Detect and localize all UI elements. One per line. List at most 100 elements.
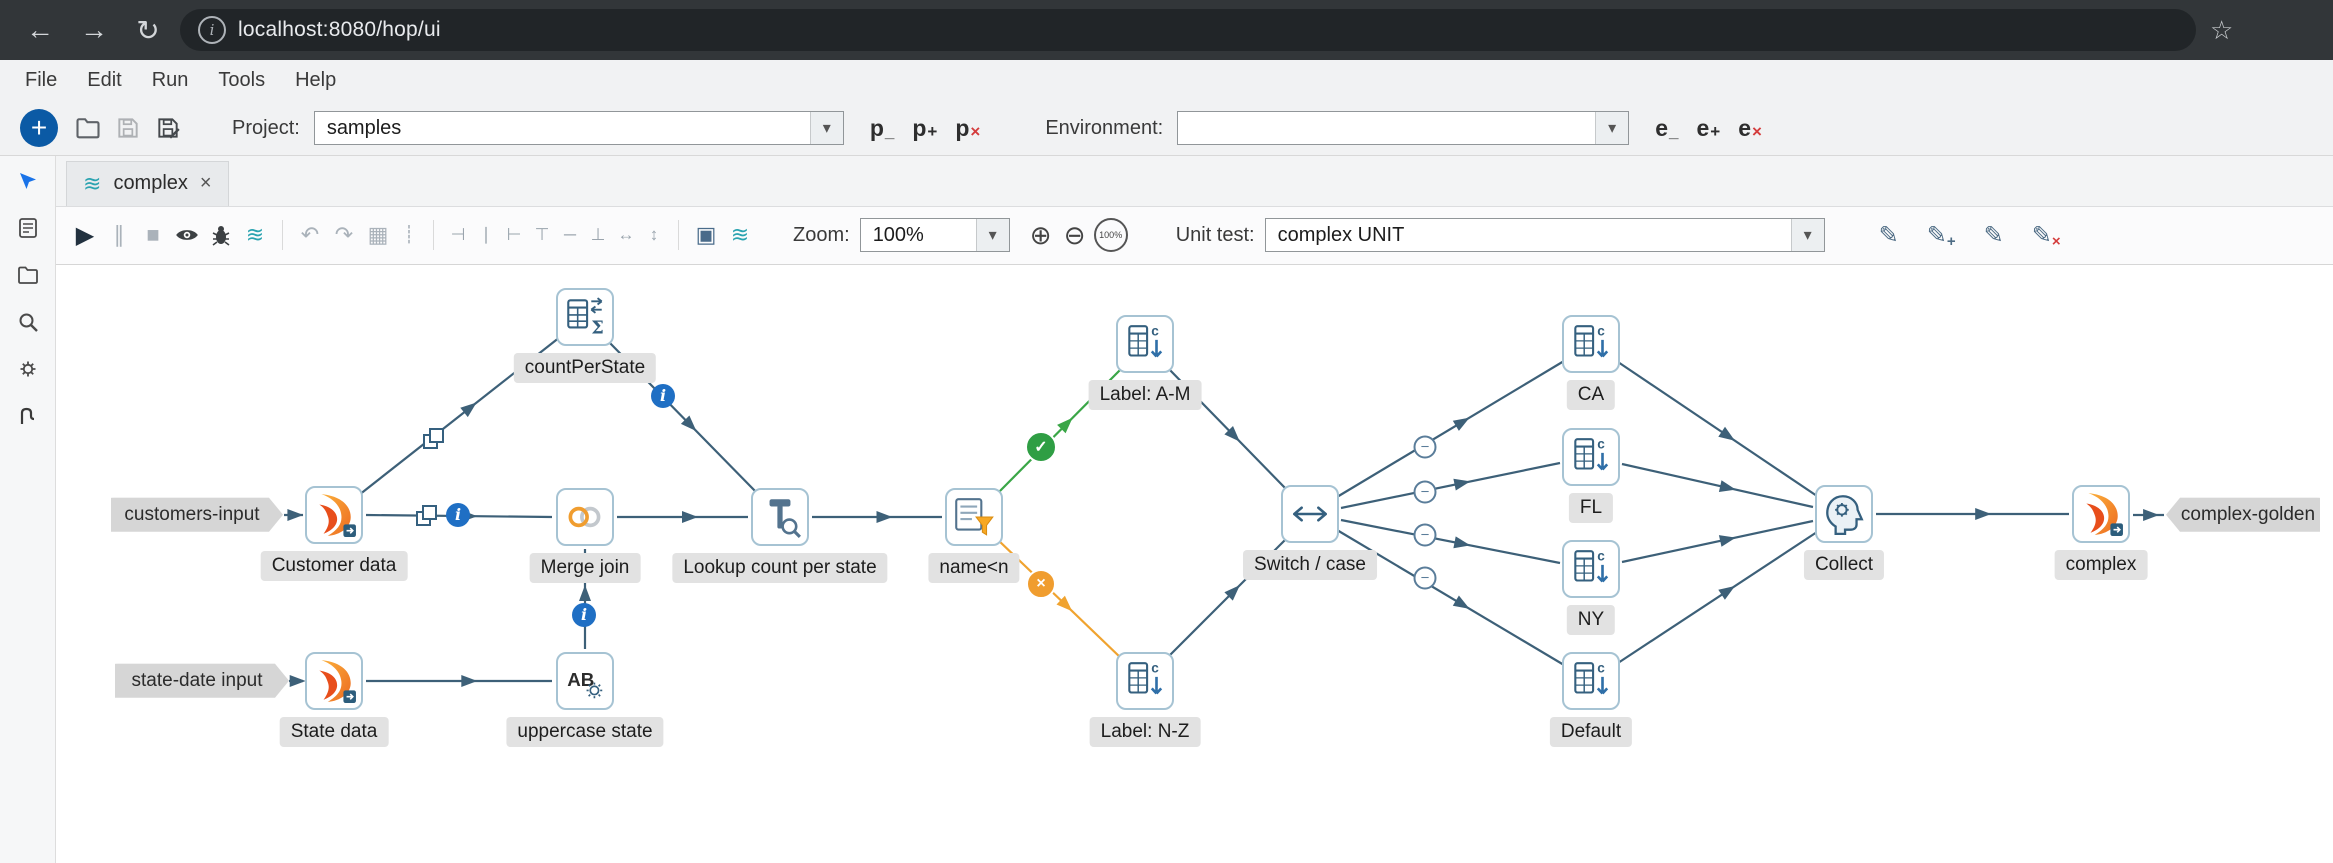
distribute-vertical-button[interactable]: ↕ — [642, 218, 666, 252]
menu-help[interactable]: Help — [280, 69, 351, 92]
string-ops-icon[interactable]: AB — [556, 652, 614, 710]
hop-edge[interactable] — [1341, 463, 1560, 508]
unit-test-combobox[interactable]: complex UNIT ▾ — [1265, 218, 1825, 252]
info-icon[interactable]: i — [446, 503, 470, 527]
chevron-down-icon[interactable]: ▾ — [976, 219, 1009, 251]
table-arrow-icon[interactable]: c — [1562, 428, 1620, 486]
transform-fl[interactable]: cFL — [1562, 428, 1620, 486]
switch-arrows-icon[interactable] — [1281, 485, 1339, 543]
table-arrow-icon[interactable]: c — [1116, 652, 1174, 710]
align-center-button[interactable]: ∣ — [474, 218, 498, 252]
transform-switch-case[interactable]: Switch / case — [1281, 485, 1339, 543]
minus-icon[interactable]: − — [1414, 480, 1437, 503]
info-icon[interactable]: i — [651, 384, 675, 408]
menu-run[interactable]: Run — [137, 69, 204, 92]
stop-button[interactable]: ■ — [138, 218, 168, 252]
transform-complex[interactable]: complex — [2072, 485, 2130, 543]
zoom-reset-button[interactable]: 100% — [1094, 218, 1128, 252]
environment-edit-button[interactable]: e_ — [1655, 115, 1678, 142]
hop-logo-icon[interactable] — [2072, 485, 2130, 543]
menu-tools[interactable]: Tools — [203, 69, 280, 92]
environment-add-button[interactable]: e+ — [1696, 115, 1720, 142]
debug-button[interactable] — [206, 218, 236, 252]
table-arrow-icon[interactable]: c — [1116, 315, 1174, 373]
project-combobox[interactable]: samples ▾ — [314, 111, 844, 145]
table-arrow-icon[interactable]: c — [1562, 652, 1620, 710]
site-info-icon[interactable]: i — [198, 16, 226, 44]
align-left-button[interactable]: ⊣ — [446, 218, 470, 252]
save-as-button[interactable] — [148, 108, 188, 148]
bookmark-star-icon[interactable]: ☆ — [2210, 15, 2233, 46]
run-button[interactable]: ▶ — [70, 218, 100, 252]
pause-button[interactable]: ∥ — [104, 218, 134, 252]
table-arrow-icon[interactable]: c — [1562, 540, 1620, 598]
table-sigma-icon[interactable]: Σ — [556, 288, 614, 346]
minus-icon[interactable]: − — [1414, 435, 1437, 458]
refresh-button[interactable]: ↻ — [126, 8, 170, 52]
hop-edge[interactable] — [1622, 521, 1813, 562]
align-middle-button[interactable]: ─ — [558, 218, 582, 252]
minus-icon[interactable]: − — [1414, 566, 1437, 589]
redo-button[interactable]: ↷ — [329, 218, 359, 252]
menu-file[interactable]: File — [10, 69, 72, 92]
zoom-out-button[interactable]: ⊖ — [1060, 218, 1090, 252]
chevron-down-icon[interactable]: ▾ — [1791, 219, 1824, 251]
pipeline-canvas[interactable]: Customer dataState dataΣcountPerStateMer… — [56, 265, 2333, 863]
transform-customer-data[interactable]: Customer data — [305, 486, 363, 544]
menu-edit[interactable]: Edit — [72, 69, 136, 92]
transform-default[interactable]: cDefault — [1562, 652, 1620, 710]
preview-button[interactable] — [172, 218, 202, 252]
environment-delete-button[interactable]: e× — [1738, 115, 1762, 142]
merge-join-icon[interactable] — [556, 488, 614, 546]
transform-label-nz[interactable]: cLabel: N-Z — [1116, 652, 1174, 710]
copy-icon[interactable] — [421, 426, 445, 450]
table-arrow-icon[interactable]: c — [1562, 315, 1620, 373]
hammer-lookup-icon[interactable] — [751, 488, 809, 546]
select-tool-button[interactable] — [13, 166, 43, 196]
hop-logo-icon[interactable] — [305, 652, 363, 710]
transform-ca[interactable]: cCA — [1562, 315, 1620, 373]
hop-logo-icon[interactable] — [305, 486, 363, 544]
hop-edge[interactable] — [1622, 464, 1813, 507]
hop-edge[interactable] — [1618, 532, 1817, 663]
zoom-combobox[interactable]: 100% ▾ — [860, 218, 1010, 252]
forward-button[interactable]: → — [72, 8, 116, 52]
transform-state-data[interactable]: State data — [305, 652, 363, 710]
check-icon[interactable]: ✓ — [1025, 431, 1057, 463]
new-file-button[interactable]: + — [20, 109, 58, 147]
hop-edge[interactable] — [1337, 361, 1564, 497]
transform-label-am[interactable]: cLabel: A-M — [1116, 315, 1174, 373]
pipeline-waves-icon[interactable]: ≋ — [240, 218, 270, 252]
plugins-button[interactable] — [13, 354, 43, 384]
distribute-horizontal-button[interactable]: ↔ — [614, 218, 638, 252]
project-edit-button[interactable]: p_ — [870, 115, 895, 142]
project-add-button[interactable]: p+ — [912, 115, 937, 142]
tab-close-icon[interactable]: × — [200, 172, 212, 195]
unit-test-add-button[interactable]: ✎+ — [1927, 221, 1956, 250]
tab-complex[interactable]: ≋ complex × — [66, 161, 229, 206]
file-explorer-button[interactable] — [13, 260, 43, 290]
guides-button[interactable]: ┊ — [397, 218, 421, 252]
transform-merge-join[interactable]: Merge join — [556, 488, 614, 546]
environment-combobox[interactable]: ▾ — [1177, 111, 1629, 145]
chevron-down-icon[interactable]: ▾ — [810, 112, 843, 144]
back-button[interactable]: ← — [18, 8, 62, 52]
transform-uppercase-state[interactable]: ABuppercase state — [556, 652, 614, 710]
info-icon[interactable]: i — [572, 603, 596, 627]
unit-test-duplicate-button[interactable]: ✎ — [1984, 221, 2004, 250]
transform-ny[interactable]: cNY — [1562, 540, 1620, 598]
minus-icon[interactable]: − — [1414, 523, 1437, 546]
filter-icon[interactable] — [945, 488, 1003, 546]
transform-name-filter[interactable]: name<n — [945, 488, 1003, 546]
transform-collect[interactable]: Collect — [1815, 485, 1873, 543]
pipeline-graph-button[interactable]: ≋ — [725, 218, 755, 252]
search-button[interactable] — [13, 307, 43, 337]
metadata-button[interactable] — [13, 213, 43, 243]
save-button[interactable] — [108, 108, 148, 148]
snap-grid-button[interactable]: ▦ — [363, 218, 393, 252]
align-top-button[interactable]: ⊤ — [530, 218, 554, 252]
zoom-in-button[interactable]: ⊕ — [1026, 218, 1056, 252]
execution-results-button[interactable]: ▣ — [691, 218, 721, 252]
error-icon[interactable]: × — [1026, 569, 1056, 599]
undo-button[interactable]: ↶ — [295, 218, 325, 252]
